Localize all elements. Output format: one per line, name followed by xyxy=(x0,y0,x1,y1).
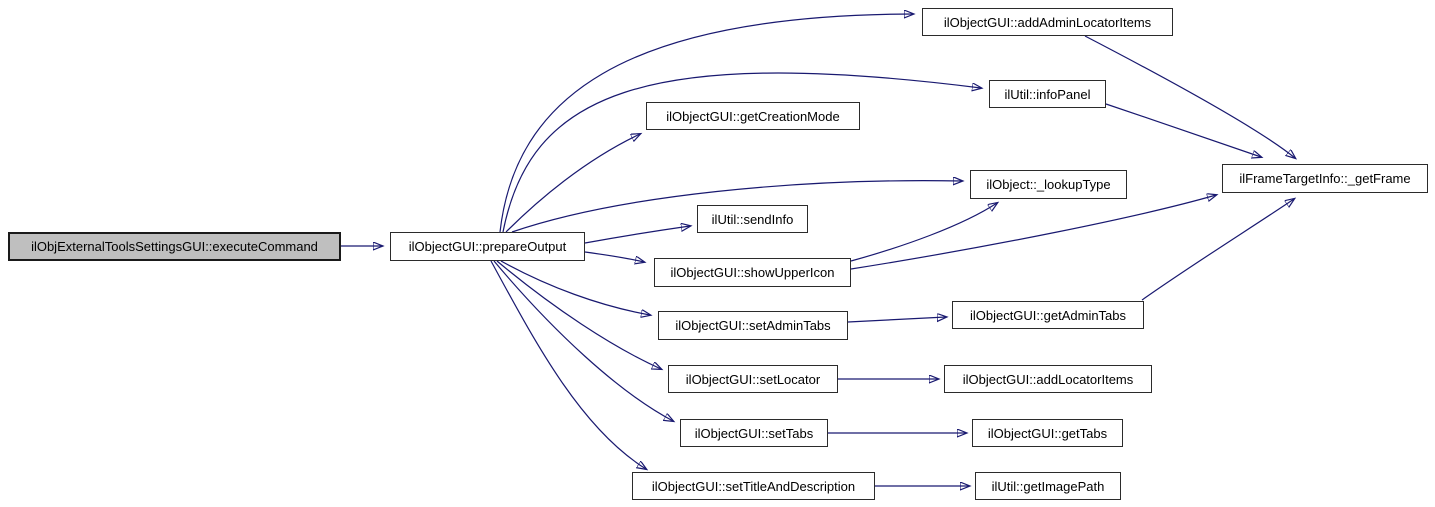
node-executecommand: ilObjExternalToolsSettingsGUI::executeCo… xyxy=(8,232,341,261)
node-showuppericon[interactable]: ilObjectGUI::showUpperIcon xyxy=(654,258,851,287)
node-prepareoutput[interactable]: ilObjectGUI::prepareOutput xyxy=(390,232,585,261)
node-getadmintabs[interactable]: ilObjectGUI::getAdminTabs xyxy=(952,301,1144,329)
edge-prepareoutput-infopanel xyxy=(502,72,981,233)
node-addlocatoritems[interactable]: ilObjectGUI::addLocatorItems xyxy=(944,365,1152,393)
edge-prepareoutput-setlocator xyxy=(496,260,661,369)
node-sendinfo[interactable]: ilUtil::sendInfo xyxy=(697,205,808,233)
edge-setadmintabs-getadmintabs xyxy=(847,317,946,323)
node-gettabs[interactable]: ilObjectGUI::getTabs xyxy=(972,419,1123,447)
edge-prepareoutput-showuppericon xyxy=(584,251,644,262)
edge-prepareoutput-lookuptype xyxy=(511,181,962,233)
edge-addadminlocatoritems-getframe xyxy=(1084,35,1295,158)
node-settitleanddescription[interactable]: ilObjectGUI::setTitleAndDescription xyxy=(632,472,875,500)
node-lookuptype[interactable]: ilObject::_lookupType xyxy=(970,170,1127,199)
edge-showuppericon-lookuptype xyxy=(850,203,997,262)
edge-showuppericon-getframe xyxy=(850,195,1216,270)
node-setadmintabs[interactable]: ilObjectGUI::setAdminTabs xyxy=(658,311,848,340)
edge-prepareoutput-settitleanddescription xyxy=(490,260,646,469)
node-addadminlocatoritems[interactable]: ilObjectGUI::addAdminLocatorItems xyxy=(922,8,1173,36)
node-setlocator[interactable]: ilObjectGUI::setLocator xyxy=(668,365,838,393)
edge-prepareoutput-settabs xyxy=(493,260,673,421)
node-settabs[interactable]: ilObjectGUI::setTabs xyxy=(680,419,828,447)
edge-prepareoutput-getcreationmode xyxy=(505,134,640,233)
node-getframe[interactable]: ilFrameTargetInfo::_getFrame xyxy=(1222,164,1428,193)
edge-infopanel-getframe xyxy=(1105,103,1261,157)
node-infopanel[interactable]: ilUtil::infoPanel xyxy=(989,80,1106,108)
node-getimagepath[interactable]: ilUtil::getImagePath xyxy=(975,472,1121,500)
edge-prepareoutput-addadminlocatoritems xyxy=(499,14,913,233)
edge-prepareoutput-setadmintabs xyxy=(500,260,650,315)
node-getcreationmode[interactable]: ilObjectGUI::getCreationMode xyxy=(646,102,860,130)
edge-prepareoutput-sendinfo xyxy=(584,226,690,244)
edge-getadmintabs-getframe xyxy=(1141,199,1294,301)
